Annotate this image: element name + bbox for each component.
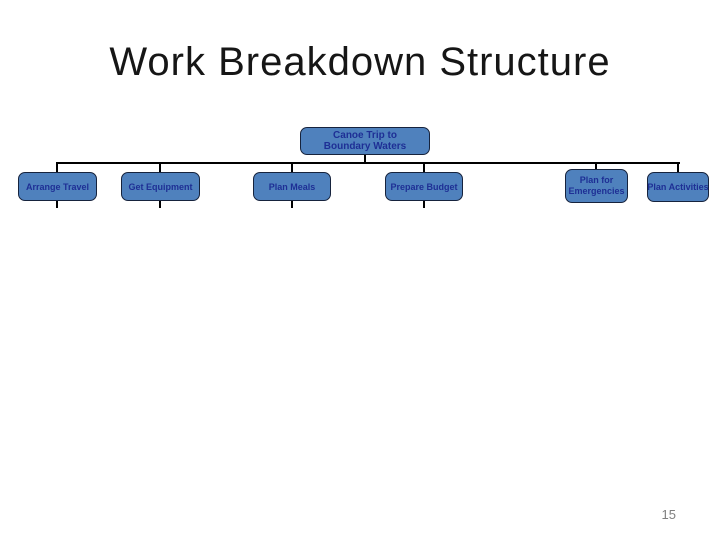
page-number: 15 [661,507,676,522]
connector-stub-plan-meals [291,162,293,173]
node-plan-for-emergencies: Plan for Emergencies [565,169,628,203]
connector-stub-get-equipment [159,162,161,173]
node-get-equipment: Get Equipment [121,172,200,201]
node-plan-for-emergencies-label: Plan for Emergencies [568,175,625,196]
connector-tick-get-equipment [159,200,161,208]
node-get-equipment-label: Get Equipment [128,181,193,192]
node-plan-meals-label: Plan Meals [268,181,316,192]
connector-tick-prepare-budget [423,200,425,208]
connector-stub-plan-for-emergencies [595,162,597,170]
connector-stub-arrange-travel [56,162,58,173]
node-arrange-travel: Arrange Travel [18,172,97,201]
connector-stub-prepare-budget [423,162,425,173]
node-canoe-trip-root: Canoe Trip to Boundary Waters [300,127,430,155]
node-plan-meals: Plan Meals [253,172,331,201]
connector-tick-plan-meals [291,200,293,208]
connector-horizontal-line [56,162,680,164]
node-canoe-trip-root-label: Canoe Trip to Boundary Waters [323,130,407,152]
connector-stub-plan-activities [677,162,679,173]
node-prepare-budget-label: Prepare Budget [390,181,458,192]
node-plan-activities-label: Plan Activities [647,182,709,192]
node-plan-activities: Plan Activities [647,172,709,202]
node-arrange-travel-label: Arrange Travel [25,181,90,192]
slide-title: Work Breakdown Structure [109,40,611,84]
node-prepare-budget: Prepare Budget [385,172,463,201]
connector-tick-arrange-travel [56,200,58,208]
connector-root-stub [364,155,366,163]
